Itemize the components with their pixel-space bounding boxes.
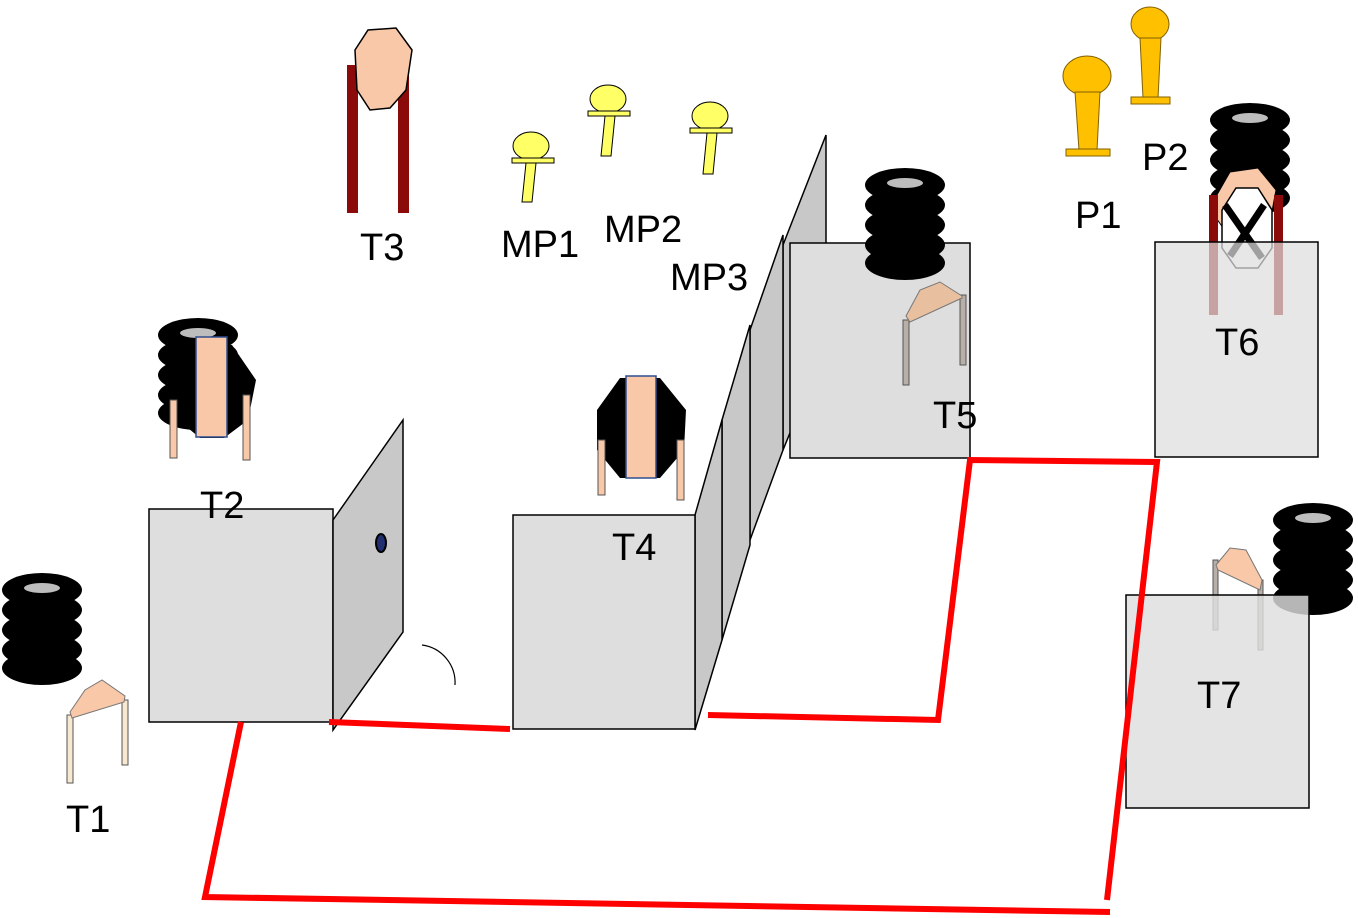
popper-p1 — [1062, 55, 1112, 157]
mini-popper-mp1 — [511, 131, 555, 203]
tire-stack-icon — [865, 168, 945, 280]
cardboard-target-icon — [69, 679, 126, 719]
target-t3 — [347, 27, 413, 213]
cardboard-target-icon — [354, 27, 413, 111]
label-t5: T5 — [933, 395, 977, 437]
label-mp2: MP2 — [604, 209, 682, 251]
label-t4: T4 — [612, 527, 656, 569]
cardboard-target-icon — [195, 336, 228, 438]
label-p2: P2 — [1142, 137, 1188, 179]
door-panel — [332, 417, 404, 733]
target-t4 — [597, 375, 686, 501]
wall-t2 — [148, 508, 334, 723]
label-t2: T2 — [200, 485, 244, 527]
wall-t5 — [789, 242, 971, 459]
label-t7: T7 — [1197, 675, 1241, 717]
label-mp3: MP3 — [670, 257, 748, 299]
door-knob-icon — [375, 533, 387, 553]
wall-t6 — [1154, 241, 1319, 458]
cardboard-target-icon — [1215, 547, 1263, 591]
target-t1 — [66, 679, 129, 784]
angled-panel-2 — [749, 234, 784, 541]
door-swing-arc — [421, 644, 456, 686]
angled-panel-0 — [694, 419, 723, 731]
mini-popper-mp3 — [689, 101, 733, 175]
label-mp1: MP1 — [501, 224, 579, 266]
target-t5 — [902, 281, 967, 386]
label-p1: P1 — [1075, 195, 1121, 237]
wall-t7 — [1125, 594, 1310, 809]
angled-panel-1 — [721, 324, 751, 641]
popper-p2 — [1130, 6, 1171, 105]
tire-stack-icon — [2, 573, 82, 685]
mini-popper-mp2 — [587, 84, 631, 157]
cardboard-target-icon — [625, 375, 657, 479]
cardboard-target-icon — [905, 281, 963, 323]
fault-line-route — [201, 456, 1161, 915]
wall-t4 — [512, 514, 696, 730]
label-t6: T6 — [1215, 322, 1259, 364]
target-t2 — [169, 336, 256, 461]
label-t3: T3 — [360, 227, 404, 269]
label-t1: T1 — [66, 799, 110, 841]
